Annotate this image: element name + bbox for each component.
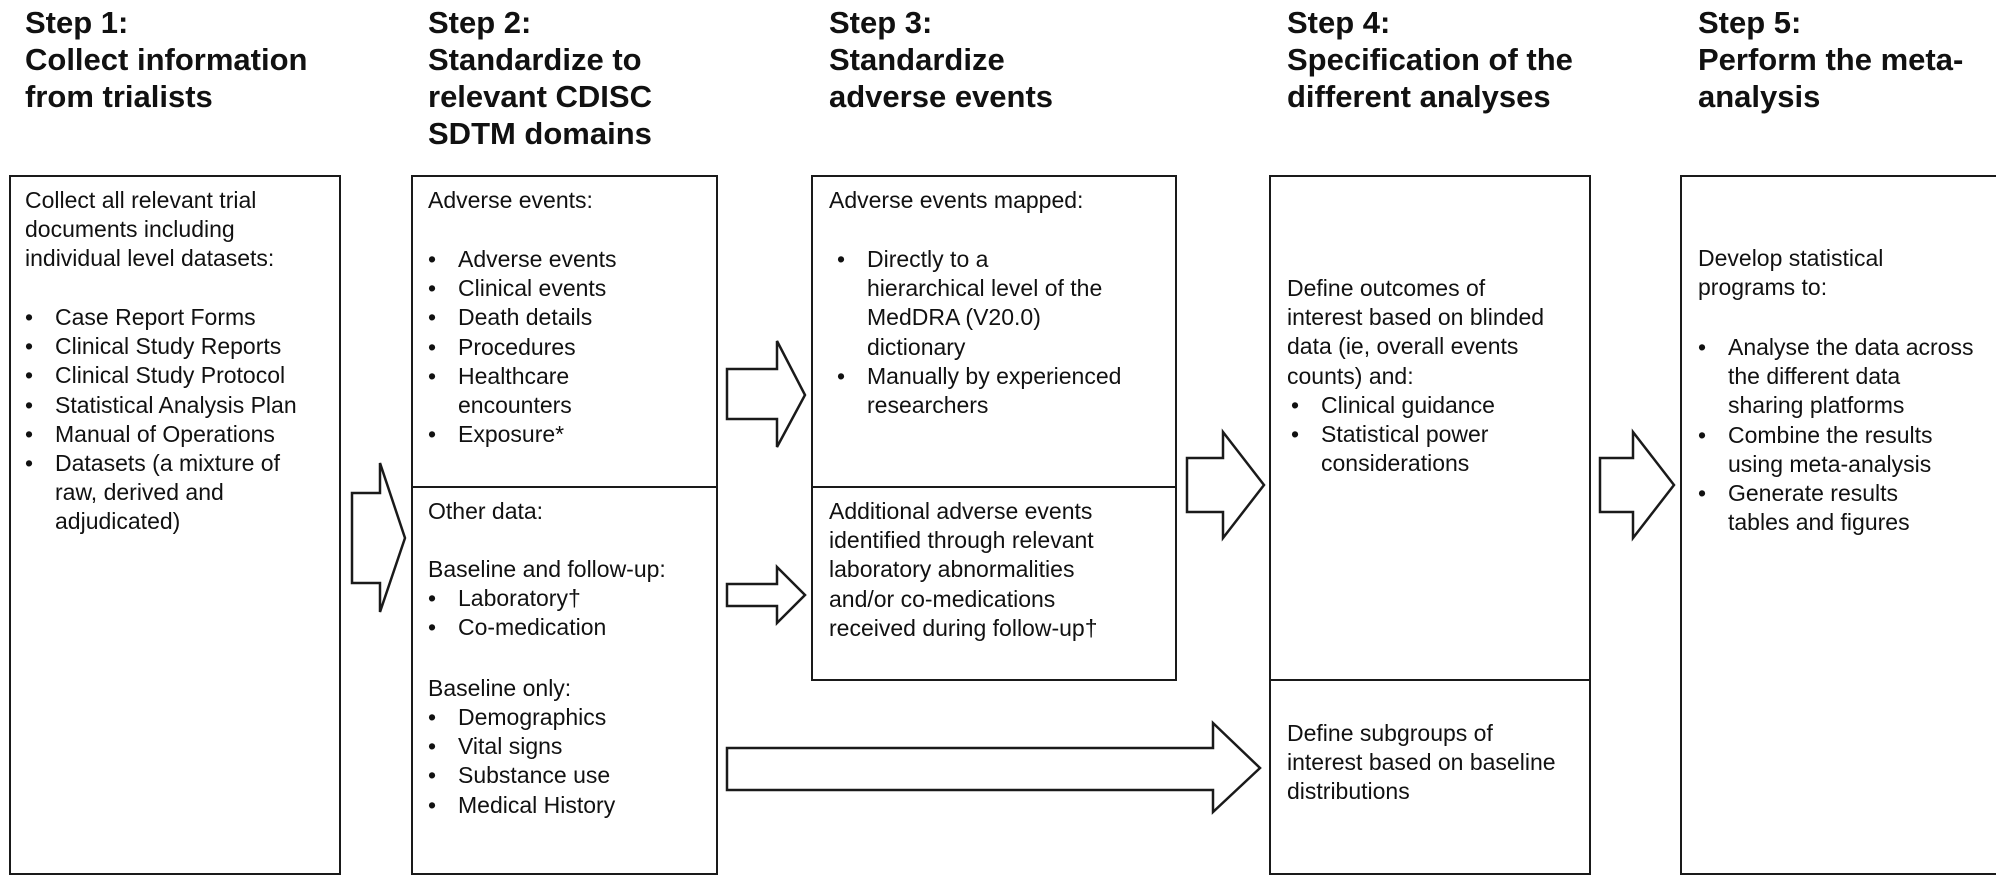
list-item: Healthcare encounters bbox=[428, 362, 623, 420]
step3-heading: Step 3: Standardize adverse events bbox=[829, 5, 1054, 114]
list-item: Laboratory† bbox=[428, 584, 698, 613]
list-item: Procedures bbox=[428, 333, 698, 362]
list-item: Death details bbox=[428, 303, 698, 332]
arrow-2bottom-3bottom bbox=[725, 563, 807, 627]
step5-heading: Step 5: Perform the meta- analysis bbox=[1698, 5, 1964, 114]
step2-top-title: Adverse events: bbox=[428, 187, 593, 213]
step2-bottom-title: Other data: bbox=[428, 498, 544, 524]
arrow-4-5 bbox=[1598, 428, 1676, 542]
arrow-3-4 bbox=[1185, 428, 1266, 542]
step3-top-title: Adverse events mapped: bbox=[829, 187, 1084, 213]
step3-bottom-text: Additional adverse events identified thr… bbox=[829, 498, 1098, 641]
list-item: Datasets (a mixture of raw, derived and … bbox=[25, 449, 295, 537]
step3-bottom-box bbox=[811, 486, 1177, 681]
step4-bottom-box bbox=[1269, 679, 1591, 875]
step2-group1-list: Laboratory† Co-medication bbox=[428, 584, 698, 643]
list-item: Manually by experienced researchers bbox=[837, 362, 1152, 420]
list-item: Demographics bbox=[428, 703, 698, 732]
step5-list: Analyse the data across the different da… bbox=[1698, 333, 1988, 537]
step2-group2-list: Demographics Vital signs Substance use M… bbox=[428, 703, 698, 820]
list-item: Clinical Study Protocol bbox=[25, 361, 330, 390]
list-item: Exposure* bbox=[428, 420, 698, 449]
list-item: Manual of Operations bbox=[25, 420, 330, 449]
step2-group1-title: Baseline and follow-up: bbox=[428, 556, 666, 582]
arrow-2top-3top bbox=[725, 340, 807, 448]
step4-heading: Step 4: Specification of the different a… bbox=[1287, 5, 1573, 114]
arrow-2bottom-4bottom bbox=[725, 720, 1262, 815]
list-item: Generate results tables and figures bbox=[1698, 479, 1933, 537]
list-item: Clinical guidance bbox=[1291, 391, 1571, 420]
list-item: Analyse the data across the different da… bbox=[1698, 333, 1978, 421]
list-item: Medical History bbox=[428, 791, 698, 820]
step2-heading: Step 2: Standardize to relevant CDISC SD… bbox=[428, 5, 652, 151]
list-item: Statistical Analysis Plan bbox=[25, 391, 330, 420]
step3-top-list: Directly to a hierarchical level of the … bbox=[837, 245, 1147, 420]
step4-top-list: Clinical guidance Statistical power cons… bbox=[1291, 391, 1571, 479]
list-item: Case Report Forms bbox=[25, 303, 330, 332]
list-item: Vital signs bbox=[428, 732, 698, 761]
step1-intro: Collect all relevant trial documents inc… bbox=[25, 187, 275, 272]
step2-top-list: Adverse events Clinical events Death det… bbox=[428, 245, 698, 450]
list-item: Co-medication bbox=[428, 613, 698, 642]
list-item: Substance use bbox=[428, 761, 698, 790]
list-item: Combine the results using meta-analysis bbox=[1698, 421, 1943, 479]
list-item: Clinical events bbox=[428, 274, 698, 303]
step1-heading: Step 1: Collect information from trialis… bbox=[25, 5, 308, 114]
arrow-1-2 bbox=[350, 462, 407, 613]
list-item: Directly to a hierarchical level of the … bbox=[837, 245, 1112, 362]
list-item: Clinical Study Reports bbox=[25, 332, 330, 361]
step4-top-intro: Define outcomes of interest based on bli… bbox=[1287, 275, 1545, 389]
step5-intro: Develop statistical programs to: bbox=[1698, 245, 1884, 301]
step1-list: Case Report Forms Clinical Study Reports… bbox=[25, 303, 330, 537]
step4-bottom-text: Define subgroups of interest based on ba… bbox=[1287, 720, 1556, 805]
step2-group2-title: Baseline only: bbox=[428, 675, 572, 701]
list-item: Statistical power considerations bbox=[1291, 420, 1511, 478]
list-item: Adverse events bbox=[428, 245, 698, 274]
